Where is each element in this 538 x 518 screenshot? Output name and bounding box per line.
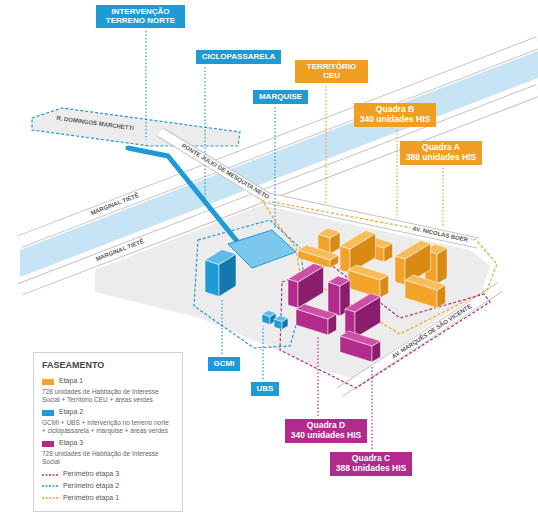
leader-line	[442, 168, 443, 226]
building-face	[296, 304, 337, 319]
building-face	[437, 248, 447, 284]
callout-detail: 340 unidades HIS	[359, 115, 431, 125]
legend-text: Etapa 3	[59, 439, 83, 448]
legend-row: Perímetro etapa 3	[42, 470, 174, 479]
legend-row: Etapa 1	[42, 377, 174, 386]
perimeter-stage-2	[194, 220, 306, 348]
legend-dash-sample	[42, 472, 58, 478]
callout-box: UBS	[251, 382, 279, 396]
callout-box: Quadra C388 unidades HIS	[330, 452, 412, 476]
callout-box: MARQUISE	[253, 90, 308, 104]
building-face	[405, 275, 446, 290]
callout-title: INTERVENÇÃO TERRENO NORTE	[101, 7, 180, 25]
callout-title: Quadra C	[335, 454, 407, 464]
callout-title: MARQUISE	[258, 92, 303, 101]
callout-title: GCMI	[213, 359, 235, 368]
building-face	[328, 276, 350, 286]
building-face	[205, 250, 236, 265]
legend-swatch	[42, 441, 54, 447]
leader-line	[204, 67, 205, 199]
callout-title: Quadra B	[359, 105, 431, 115]
callout-title: TERRITÓRIO CEU	[300, 62, 363, 80]
building-face	[318, 228, 340, 238]
legend-row: Etapa 3	[42, 439, 174, 448]
callout-title: Quadra D	[290, 421, 362, 431]
building-face	[340, 231, 376, 250]
callout-detail: 388 unidades HIS	[335, 464, 407, 474]
legend-note: GCMI + UBS + intervenção no terreno nort…	[42, 419, 174, 435]
callout-detail: 388 unidades HIS	[405, 153, 477, 163]
ubs-building	[262, 311, 288, 330]
leader-line	[262, 326, 263, 379]
leader-line	[274, 107, 275, 228]
legend-text: Etapa 2	[59, 408, 83, 417]
callout-title: UBS	[256, 384, 274, 393]
legend-swatch	[42, 410, 54, 416]
leader-line	[396, 130, 397, 218]
callout-box: Quadra D340 unidades HIS	[285, 419, 367, 443]
leader-line	[317, 336, 318, 416]
building-face	[262, 311, 276, 317]
callout-detail: 340 unidades HIS	[290, 431, 362, 441]
building-face	[298, 245, 339, 260]
north-terrain	[32, 108, 240, 146]
legend-row: Etapa 2	[42, 408, 174, 417]
bridge	[160, 132, 478, 243]
bridge-edge	[160, 132, 478, 243]
callout-title: Quadra A	[405, 143, 477, 153]
cycle-bridge	[128, 148, 240, 245]
building-face	[340, 246, 350, 273]
legend-row: Perímetro etapa 1	[42, 494, 174, 503]
leader-line	[371, 366, 372, 449]
leader-line	[325, 86, 326, 204]
callout-box: TERRITÓRIO CEU	[295, 60, 368, 83]
callout-box: Quadra B340 unidades HIS	[354, 103, 436, 127]
legend-dash-sample	[42, 483, 58, 489]
callout-box: CICLOPASSARELA	[196, 50, 281, 64]
building-face	[395, 256, 405, 285]
building-face	[395, 241, 431, 260]
river	[20, 51, 538, 277]
leader-line	[221, 299, 222, 354]
building-face	[328, 282, 340, 316]
legend-note: 728 unidades de Habitação de Interesse S…	[42, 388, 174, 404]
dash-line	[42, 486, 58, 487]
dash-line	[42, 474, 58, 475]
building-face	[345, 294, 381, 313]
stage-3-buildings	[288, 264, 381, 363]
legend-panel: FASEAMENTO Etapa 1 728 unidades de Habitaç…	[33, 352, 183, 512]
legend-swatch	[42, 379, 54, 385]
perimeter-stage-3	[280, 264, 490, 388]
building-face	[348, 265, 389, 280]
gcmi-building	[205, 250, 236, 297]
legend-dash-sample	[42, 495, 58, 501]
building-face	[274, 316, 288, 322]
callout-title: CICLOPASSARELA	[201, 52, 276, 61]
legend-title: FASEAMENTO	[42, 360, 174, 371]
building-face	[340, 331, 381, 346]
canopy	[228, 230, 296, 268]
legend-text: Perímetro etapa 1	[63, 494, 119, 503]
legend-text: Perímetro etapa 3	[63, 470, 119, 479]
legend-row: Perímetro etapa 2	[42, 482, 174, 491]
leader-line	[145, 31, 146, 140]
legend-text: Perímetro etapa 2	[63, 482, 119, 491]
legend-note: 728 unidades de Habitação de Interesse S…	[42, 450, 174, 466]
legend-text: Etapa 1	[59, 377, 83, 386]
building-face	[205, 260, 219, 297]
callout-box: GCMI	[208, 357, 240, 371]
building-face	[288, 279, 298, 308]
callout-box: Quadra A388 unidades HIS	[400, 141, 482, 165]
building-face	[288, 264, 324, 283]
callout-box: INTERVENÇÃO TERRENO NORTE	[96, 5, 185, 28]
dash-line	[42, 497, 58, 498]
